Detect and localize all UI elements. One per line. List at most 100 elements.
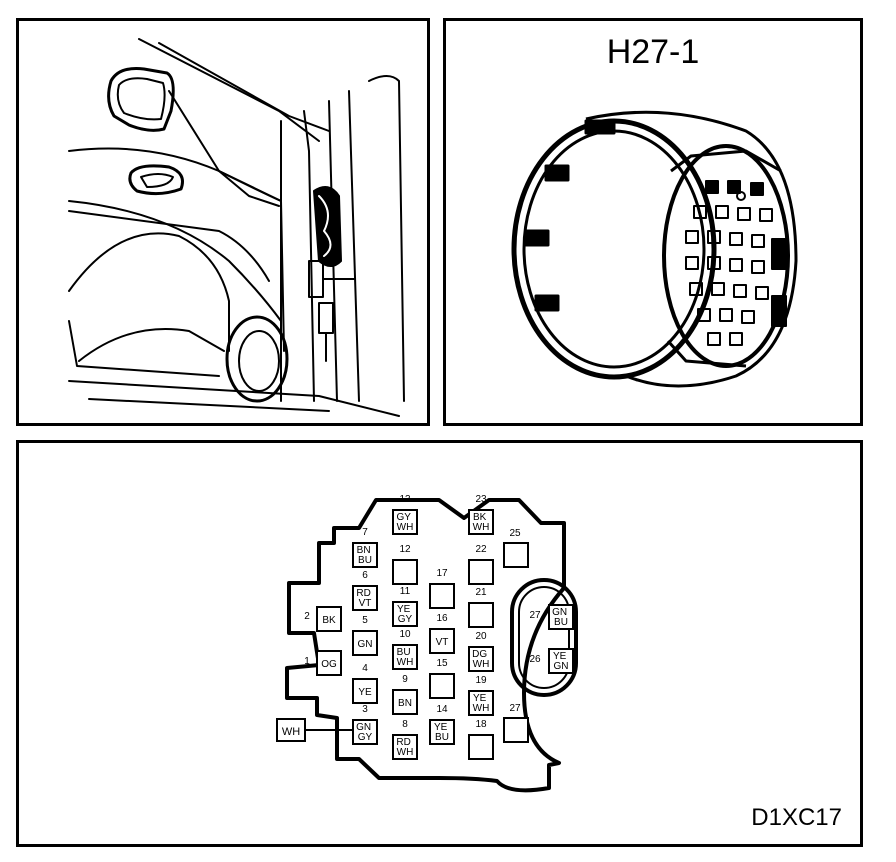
pin-number: 25 bbox=[509, 528, 521, 539]
pin-7: 7BN BU bbox=[352, 527, 378, 568]
pin-box bbox=[429, 673, 455, 699]
pin-wire-color: YE bbox=[358, 687, 372, 698]
pin-box bbox=[392, 734, 418, 760]
pin-wire-color: GY WH bbox=[396, 512, 413, 533]
pin-wire-color: YE GY bbox=[397, 604, 413, 625]
pin-number: 6 bbox=[362, 570, 368, 581]
pin-9: 9BN bbox=[392, 674, 418, 715]
pin-number: 4 bbox=[362, 663, 368, 674]
pin-15: 15 bbox=[429, 658, 455, 699]
pin-wire-color: BK bbox=[322, 615, 336, 626]
pin-wire-color: VT bbox=[436, 637, 449, 648]
pin-1: 1 OG bbox=[304, 650, 342, 676]
pin-box bbox=[468, 646, 494, 672]
pin-11: 11 YE GY bbox=[392, 586, 418, 627]
pin-wire-color: YE WH bbox=[473, 693, 490, 714]
pin-box bbox=[429, 628, 455, 654]
pin-number: 27 bbox=[529, 610, 541, 621]
pin-number: 11 bbox=[400, 586, 411, 597]
pin-22: 22 bbox=[468, 544, 494, 585]
pin-wire-color: YE BU bbox=[434, 722, 450, 743]
pin-2: 2 BK bbox=[304, 606, 342, 632]
connector-illustration bbox=[511, 110, 798, 388]
pin-17: 17 bbox=[429, 568, 455, 609]
pin-number: 26 bbox=[529, 654, 541, 665]
pin-number: 10 bbox=[399, 629, 411, 640]
pin-number: 18 bbox=[475, 719, 487, 730]
pin-box bbox=[392, 689, 418, 715]
pin-21: 21 bbox=[468, 587, 494, 628]
pin-box bbox=[503, 542, 529, 568]
pin-number: 3 bbox=[362, 704, 368, 715]
pin-number: 9 bbox=[402, 674, 408, 685]
pin-box bbox=[468, 734, 494, 760]
pin-number: 1 bbox=[304, 656, 310, 667]
pin-26: 26 YE GN bbox=[529, 648, 574, 674]
pin-wire-color: BK WH bbox=[473, 512, 490, 533]
door-pillar-illustration bbox=[68, 38, 405, 417]
pin-20: 20 DG WH bbox=[468, 631, 494, 672]
pin-box bbox=[503, 717, 529, 743]
pin-wire-color: DG WH bbox=[472, 649, 490, 670]
pin-box bbox=[548, 648, 574, 674]
pin-number: 16 bbox=[436, 613, 448, 624]
pin-box bbox=[316, 650, 342, 676]
pin-box bbox=[392, 559, 418, 585]
pin-wire-color: BN bbox=[398, 698, 412, 709]
pin-8: 8RD WH bbox=[392, 719, 418, 760]
side-pod-outline bbox=[510, 578, 578, 697]
pin-19: 19 YE WH bbox=[468, 675, 494, 716]
pin-box bbox=[392, 509, 418, 535]
pin-23: 23 BK WH bbox=[468, 494, 494, 535]
pin-number: 19 bbox=[475, 675, 487, 686]
pin-box bbox=[468, 602, 494, 628]
pin-wire-color: RD VT bbox=[356, 588, 373, 609]
pin-27: 27 bbox=[503, 703, 529, 743]
pin-wire-color: YE GN bbox=[553, 651, 569, 672]
pin-box bbox=[392, 601, 418, 627]
pin-wire-color: BU WH bbox=[397, 647, 414, 668]
pin-box bbox=[468, 509, 494, 535]
connector-outline bbox=[285, 498, 566, 793]
pin-box bbox=[352, 678, 378, 704]
pin-number: 13 bbox=[399, 494, 411, 505]
pin-number: 2 bbox=[304, 611, 310, 622]
pin-12: 12 bbox=[392, 544, 418, 585]
pin-number: 27 bbox=[509, 703, 521, 714]
pin-number: 20 bbox=[475, 631, 487, 642]
pin-number: 7 bbox=[362, 527, 368, 538]
pin-wire-color: GN GY bbox=[356, 722, 374, 743]
pin-box bbox=[352, 542, 378, 568]
pin-3: 3 GN GY bbox=[352, 704, 378, 745]
pin-number: 23 bbox=[475, 494, 487, 505]
pin-box bbox=[352, 585, 378, 611]
pin-wire-color: GN BU bbox=[552, 607, 570, 628]
pin-25: 25 bbox=[503, 528, 529, 568]
pin-box bbox=[429, 719, 455, 745]
pin-box bbox=[548, 604, 574, 630]
pin-number: 22 bbox=[475, 544, 487, 555]
pin-6: 6 RD VT bbox=[352, 570, 378, 611]
pin-box bbox=[468, 559, 494, 585]
pin-wire-color: GN bbox=[358, 639, 373, 650]
pin-number: 5 bbox=[362, 615, 368, 626]
pin-box bbox=[429, 583, 455, 609]
pin-13: 13 GY WH bbox=[392, 494, 418, 535]
pin-10: 10 BU WH bbox=[392, 629, 418, 670]
external-wire-label: WH bbox=[282, 726, 300, 738]
pin-14: 14 YE BU bbox=[429, 704, 455, 745]
pinout-diagram: WH 1 OG 2 BK 3 GN GY 4YE 5GN 6 RD VT 7BN BU 8RD WH 9… bbox=[276, 494, 578, 793]
pin-number: 17 bbox=[436, 568, 448, 579]
pin-box bbox=[352, 630, 378, 656]
connector-illustration-panel: H27-1 bbox=[443, 18, 863, 426]
pin-27: 27 GN BU bbox=[529, 604, 574, 630]
pin-number: 14 bbox=[436, 704, 448, 715]
pin-number: 21 bbox=[475, 587, 487, 598]
connector-title: H27-1 bbox=[606, 33, 700, 71]
pin-number: 12 bbox=[399, 544, 411, 555]
pin-wire-color: OG bbox=[321, 659, 337, 670]
pin-box bbox=[316, 606, 342, 632]
pin-number: 15 bbox=[436, 658, 448, 669]
